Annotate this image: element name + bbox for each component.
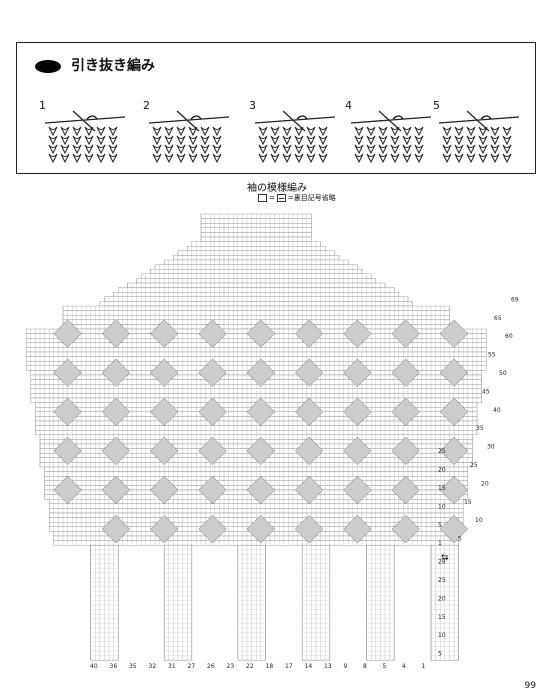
column-label: 35 [129, 663, 137, 670]
step-number: 5 [433, 99, 440, 112]
step-5-illustration: 5 [433, 99, 523, 169]
column-label: 8 [363, 663, 367, 670]
column-label: 27 [188, 663, 196, 670]
column-label: 26 [207, 663, 215, 670]
step-2-illustration: 2 [143, 99, 233, 169]
column-label: 32 [149, 663, 157, 670]
step-3-illustration: 3 [249, 99, 339, 169]
row-label: 10 [438, 503, 446, 510]
row-label: 15 [438, 614, 446, 621]
row-label: 15 [438, 485, 446, 492]
page-number: 99 [524, 681, 536, 691]
row-label: 30 [487, 444, 495, 451]
row-label: 20 [438, 595, 446, 602]
column-label: 18 [266, 663, 274, 670]
column-label: 17 [285, 663, 293, 670]
row-label: 20 [481, 480, 489, 487]
row-label: 25 [438, 577, 446, 584]
slip-stitch-symbol-icon [35, 60, 61, 73]
row-label: 65 [494, 315, 502, 322]
step-number: 2 [143, 99, 150, 112]
row-label: 35 [476, 425, 484, 432]
column-label: 40 [90, 663, 98, 670]
row-label: 10 [438, 632, 446, 639]
column-label: 14 [305, 663, 313, 670]
row-label: 50 [499, 370, 507, 377]
sleeve-pattern-chart: 5101520253035404550556065695101520252815… [26, 213, 519, 670]
column-label: 1 [422, 663, 426, 670]
knit-symbol-icon [258, 194, 267, 202]
slip-stitch-instruction-box: 引き抜き編み 1 2 3 4 5 [16, 42, 536, 174]
row-label: 5 [458, 536, 462, 543]
row-label: 15 [464, 499, 472, 506]
row-label: 25 [470, 462, 478, 469]
direction-arrow-icon: ⇆ [441, 553, 449, 563]
column-label: 5 [383, 663, 387, 670]
chart-legend: = =裏目記号省略 [258, 193, 336, 203]
row-label: 60 [505, 333, 513, 340]
step-4-illustration: 4 [345, 99, 435, 169]
row-label: 69 [511, 296, 519, 303]
row-label: 45 [482, 388, 490, 395]
row-label: 20 [438, 467, 446, 474]
row-label: 10 [475, 517, 483, 524]
column-label: 31 [168, 663, 176, 670]
chart-title: 袖の模様編み [247, 183, 307, 194]
technique-title: 引き抜き編み [71, 58, 155, 74]
row-label: 28 [438, 559, 446, 566]
purl-symbol-icon [276, 194, 286, 202]
column-label: 13 [324, 663, 332, 670]
step-number: 4 [345, 99, 352, 112]
row-label: 5 [438, 651, 442, 658]
legend-equals: = [269, 194, 275, 202]
row-label: 25 [438, 448, 446, 455]
column-label: 23 [227, 663, 235, 670]
column-label: 9 [344, 663, 348, 670]
row-label: 55 [488, 352, 496, 359]
legend-text: =裏目記号省略 [287, 194, 336, 202]
column-label: 22 [246, 663, 254, 670]
column-label: 36 [110, 663, 118, 670]
step-number: 3 [249, 99, 256, 112]
row-label: 40 [493, 407, 501, 414]
row-label: 1 [438, 540, 442, 547]
step-1-illustration: 1 [39, 99, 129, 169]
step-number: 1 [39, 99, 46, 112]
row-label: 5 [438, 522, 442, 529]
column-label: 4 [402, 663, 406, 670]
